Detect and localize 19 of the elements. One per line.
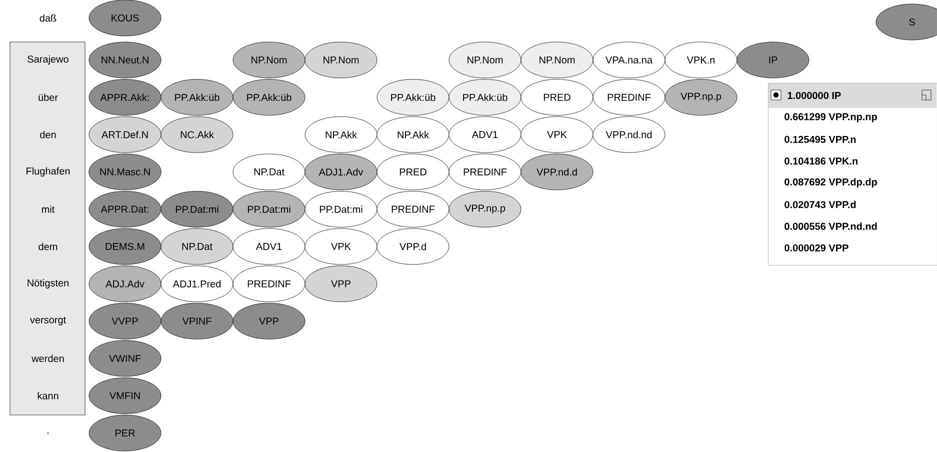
word-label: mit [42, 206, 55, 213]
word-label: kann [38, 392, 58, 400]
menu-item: 0.000556 VPP.nd.nd [784, 222, 877, 230]
menu-item: 1.000000 IP [788, 92, 841, 100]
word-label: Nötigsten [28, 279, 68, 288]
word-label: Flughafen [26, 167, 70, 177]
word-label: den [40, 130, 56, 138]
menu-item: 0.125495 VPP.n [784, 136, 856, 143]
word-label: über [38, 94, 58, 101]
word-label: dem [38, 242, 58, 250]
menu-item: 0.661299 VPP.np.np [784, 113, 877, 122]
menu-item: 0.000029 VPP [784, 244, 848, 252]
word-label: versorgt [30, 316, 66, 326]
word-label: werden [32, 354, 64, 362]
menu-item: 0.104186 VPK.n [784, 158, 858, 165]
menu-item: 0.020743 VPP.d [784, 200, 856, 208]
menu-item: 0.087692 VPP.dp.dp [784, 178, 877, 188]
word-label: daß [40, 14, 56, 22]
word-label: Sarajewo [28, 55, 68, 65]
